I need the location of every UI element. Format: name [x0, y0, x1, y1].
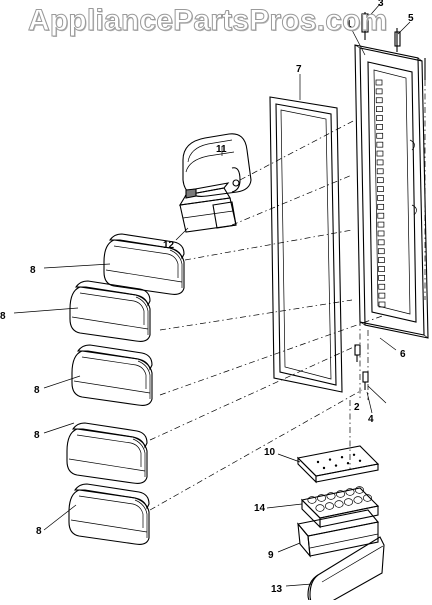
- callout-4: 4: [368, 414, 374, 425]
- door-bin: [71, 344, 153, 406]
- callout-8-first: 8: [30, 265, 36, 276]
- ice-tray-part-14: [300, 486, 380, 529]
- callout-9: 9: [268, 550, 274, 561]
- callout-6: 6: [400, 349, 406, 360]
- callout-3: 3: [378, 0, 384, 9]
- callout-8-fourth: 8: [34, 430, 40, 441]
- ice-tray-cover-part-10: [296, 445, 380, 484]
- callout-12: 12: [163, 240, 175, 251]
- callout-8-third: 8: [34, 385, 40, 396]
- callout-8-fifth: 8: [36, 526, 42, 537]
- door-bin: [69, 280, 151, 342]
- screws-parts-2-4: [354, 344, 369, 390]
- callout-2: 2: [354, 402, 360, 413]
- callout-10: 10: [264, 447, 276, 458]
- callout-14: 14: [254, 503, 266, 514]
- door-gasket-part-7: [269, 96, 343, 393]
- callout-1: 1: [346, 19, 352, 30]
- door-bin: [66, 422, 148, 484]
- door-bin: [68, 483, 150, 545]
- door-liner-part-1: [354, 44, 429, 339]
- ice-bucket-part-9: [296, 509, 380, 558]
- assembly-lines: [149, 80, 426, 511]
- callout-11: 11: [216, 144, 227, 155]
- watermark: AppliancePartsPros.com: [28, 4, 388, 38]
- callout-7: 7: [296, 64, 302, 75]
- callout-labels: 1 2 3 4 5 6 7 8 8 8 8 8 9 10 11 12 13 14: [0, 0, 414, 595]
- door-shelf-bins-part-8: [66, 233, 185, 545]
- door-bin: [103, 233, 185, 295]
- leader-lines: [13, 3, 411, 587]
- hinge-top-parts: [361, 12, 426, 80]
- dairy-bin-part-12: [178, 182, 237, 233]
- callout-13: 13: [271, 584, 283, 595]
- callout-8-second: 8: [0, 311, 6, 322]
- callout-5: 5: [408, 13, 414, 24]
- trim-part-13: [307, 536, 385, 605]
